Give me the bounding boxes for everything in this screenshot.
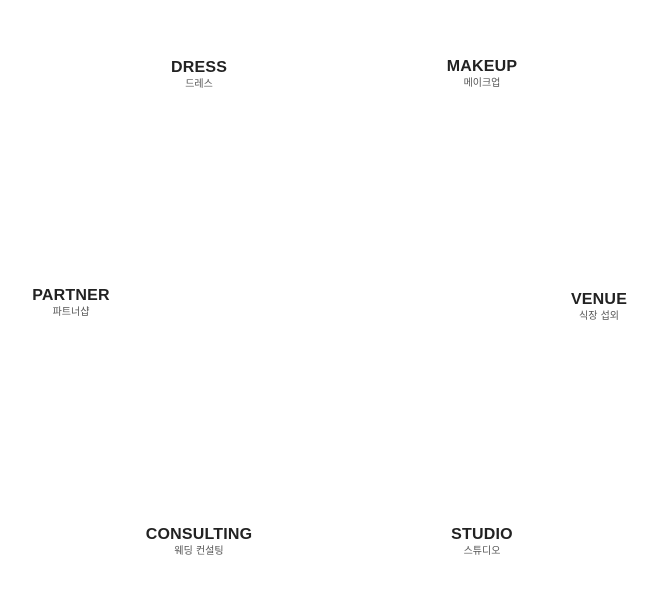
category-dress-title: DRESS (170, 59, 228, 76)
category-studio-link[interactable]: STUDIO 스튜디오 (451, 526, 513, 558)
category-makeup-title: MAKEUP (446, 58, 518, 75)
category-venue-subtitle: 식장 섭외 (579, 311, 619, 322)
category-partner-title: PARTNER (32, 287, 110, 304)
category-partner-subtitle: 파트너샵 (52, 307, 90, 318)
category-dress-subtitle: 드레스 (185, 79, 213, 90)
category-consulting-title: CONSULTING (145, 526, 253, 543)
category-consulting-link[interactable]: CONSULTING 웨딩 컨설팅 (146, 526, 253, 558)
category-makeup-link[interactable]: MAKEUP 메이크업 (447, 58, 518, 90)
category-consulting-subtitle: 웨딩 컨설팅 (174, 546, 224, 557)
category-studio-title: STUDIO (451, 526, 513, 543)
category-partner-link[interactable]: PARTNER 파트너샵 (32, 287, 110, 319)
category-venue-link[interactable]: VENUE 식장 섭외 (571, 291, 627, 323)
category-venue-title: VENUE (570, 291, 628, 308)
category-dress-link[interactable]: DRESS 드레스 (171, 59, 227, 91)
category-makeup-subtitle: 메이크업 (463, 78, 501, 89)
category-studio-subtitle: 스튜디오 (463, 546, 501, 557)
